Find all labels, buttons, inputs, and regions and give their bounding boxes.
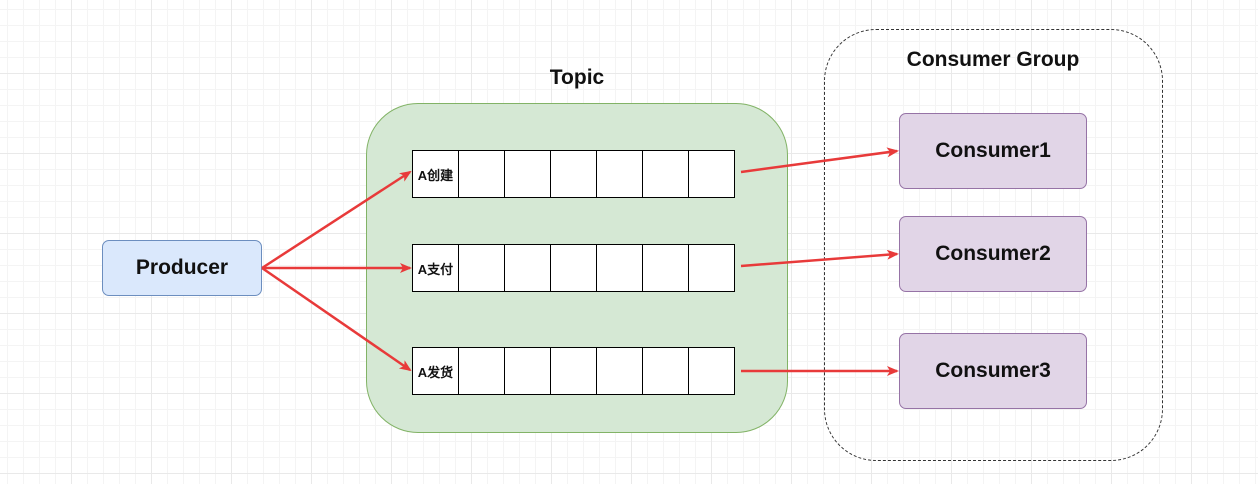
queue-1-message-cell[interactable]: A创建 <box>412 150 459 198</box>
consumer-1-label: Consumer1 <box>935 139 1051 162</box>
queue-3-empty-cell <box>688 347 735 395</box>
queue-2-empty-cell <box>550 244 597 292</box>
queue-3-message-cell[interactable]: A发货 <box>412 347 459 395</box>
queue-2-empty-cell <box>596 244 643 292</box>
queue-1-empty-cell <box>642 150 689 198</box>
queue-3-empty-cell <box>504 347 551 395</box>
consumer-2-label: Consumer2 <box>935 242 1051 265</box>
queue-3-empty-cell <box>596 347 643 395</box>
consumer-group-container <box>824 29 1163 461</box>
topic-title: Topic <box>549 66 605 89</box>
queue-2-empty-cell <box>504 244 551 292</box>
arrow-producer-to-queue-1 <box>261 170 412 270</box>
queue-2-empty-cell <box>688 244 735 292</box>
queue-3: A发货 <box>412 347 735 395</box>
queue-2-empty-cell <box>642 244 689 292</box>
queue-1-empty-cell <box>688 150 735 198</box>
queue-3-empty-cell <box>458 347 505 395</box>
queue-3-empty-cell <box>642 347 689 395</box>
consumer-3-node[interactable]: Consumer3 <box>899 333 1087 409</box>
producer-node[interactable]: Producer <box>102 240 262 296</box>
arrow-queue-2-to-consumer-2 <box>740 249 899 268</box>
queue-1-empty-cell <box>550 150 597 198</box>
queue-3-empty-cell <box>550 347 597 395</box>
consumer-2-node[interactable]: Consumer2 <box>899 216 1087 292</box>
producer-label: Producer <box>135 256 229 279</box>
arrow-queue-1-to-consumer-1 <box>740 147 899 174</box>
queue-1-empty-cell <box>596 150 643 198</box>
queue-2: A支付 <box>412 244 735 292</box>
queue-1: A创建 <box>412 150 735 198</box>
consumer-group-title: Consumer Group <box>906 48 1080 71</box>
consumer-1-node[interactable]: Consumer1 <box>899 113 1087 189</box>
arrow-producer-to-queue-3 <box>261 266 412 372</box>
consumer-3-label: Consumer3 <box>935 359 1051 382</box>
